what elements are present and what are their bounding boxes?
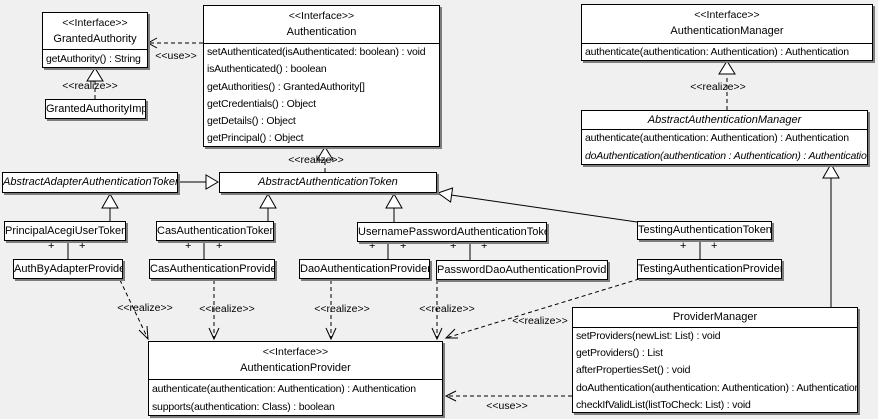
class-name: UsernamePasswordAuthenticationToken (358, 226, 546, 238)
generalization-triangle-icon (205, 174, 219, 190)
generalization-triangle-icon (385, 192, 403, 209)
method: getPrincipal() : Object (207, 132, 304, 145)
class-provider-manager[interactable]: ProviderManager setProviders(newList: Li… (572, 307, 858, 413)
realize-label: <<realize>> (117, 302, 173, 314)
method: getDetails() : Object (207, 115, 296, 128)
open-arrowhead-icon (325, 327, 337, 341)
method: authenticate(authentication: Authenticat… (585, 46, 849, 58)
realize-label: <<realize>> (512, 315, 568, 327)
realize-triangle-icon (86, 67, 104, 82)
class-authentication-manager[interactable]: <<Interface>> AuthenticationManager auth… (581, 4, 873, 61)
class-name: PrincipalAcegiUserToken (5, 225, 125, 237)
class-cas-authentication-token[interactable]: CasAuthenticationToken (156, 221, 274, 241)
association-plus: + (400, 240, 407, 252)
class-name: CasAuthenticationToken (157, 225, 273, 237)
realize-label: <<realize>> (62, 80, 118, 92)
realize-label: <<realize>> (314, 303, 370, 315)
realize-triangle-icon (316, 146, 334, 161)
generalization-triangle-icon (259, 192, 277, 209)
open-arrowhead-icon (444, 390, 457, 402)
method: checkIfValidList(listToCheck: List) : vo… (576, 398, 751, 411)
method: doAuthentication(authentication: Authent… (576, 381, 857, 394)
method: getAuthorities() : GrantedAuthority[] (207, 80, 365, 93)
class-name: AuthByAdapterProvider (14, 263, 122, 275)
class-name: ProviderManager (672, 311, 758, 323)
class-dao-authentication-provider[interactable]: DaoAuthenticationProvider (299, 259, 430, 279)
open-arrowhead-icon (208, 327, 220, 341)
method: authenticate(authentication: Authenticat… (585, 132, 849, 144)
class-name: GrantedAuthority (53, 33, 137, 45)
class-authentication[interactable]: <<Interface>> Authentication setAuthenti… (203, 5, 440, 147)
association-plus: + (369, 240, 376, 252)
class-abstract-adapter-authentication-token[interactable]: AbstractAdapterAuthenticationToken (2, 172, 178, 193)
class-name: AbstractAdapterAuthenticationToken (3, 176, 177, 188)
use-label: <<use>> (486, 400, 528, 412)
class-abstract-authentication-token[interactable]: AbstractAuthenticationToken (219, 172, 437, 193)
class-auth-by-adapter-provider[interactable]: AuthByAdapterProvider (13, 259, 123, 279)
generalization-triangle-icon (436, 187, 454, 203)
class-name: TestingAuthenticationProvider (638, 263, 781, 275)
class-testing-authentication-token[interactable]: TestingAuthenticationToken (637, 221, 772, 240)
class-name: TestingAuthenticationToken (638, 224, 771, 236)
class-name: CasAuthenticationProvider (150, 263, 274, 275)
class-name: AbstractAuthenticationManager (647, 114, 802, 126)
class-name: AuthenticationProvider (240, 362, 351, 374)
class-stereotype: <<Interface>> (62, 17, 128, 29)
class-granted-authority[interactable]: <<Interface>> GrantedAuthority getAuthor… (42, 12, 148, 68)
realize-label: <<realize>> (419, 303, 475, 315)
method: supports(authentication: Class) : boolea… (152, 401, 335, 413)
generalization-triangle-icon (822, 162, 840, 179)
open-arrowhead-icon (444, 328, 458, 339)
association-plus: + (450, 240, 457, 252)
association-plus: + (185, 240, 192, 252)
realize-triangle-icon (718, 60, 736, 75)
association-plus: + (79, 240, 86, 252)
class-abstract-authentication-manager[interactable]: AbstractAuthenticationManager authentica… (581, 110, 868, 165)
class-cas-authentication-provider[interactable]: CasAuthenticationProvider (149, 259, 275, 279)
method: getAuthority() : String (46, 53, 141, 65)
method: authenticate(authentication: Authenticat… (152, 383, 416, 395)
association-plus: + (481, 240, 488, 252)
open-arrowhead-icon (138, 325, 149, 341)
open-arrowhead-icon (431, 327, 443, 341)
class-stereotype: <<Interface>> (288, 10, 355, 22)
method: getProviders() : List (576, 347, 663, 360)
association-plus: + (48, 240, 55, 252)
class-username-password-authentication-token[interactable]: UsernamePasswordAuthenticationToken (357, 222, 547, 242)
class-stereotype: <<Interface>> (262, 346, 329, 358)
association-plus: + (711, 240, 718, 252)
open-arrowhead-icon (146, 37, 158, 49)
class-password-dao-authentication-provider[interactable]: PasswordDaoAuthenticationProvider (436, 260, 608, 280)
realize-edge (119, 279, 149, 340)
realize-label: <<realize>> (690, 81, 746, 93)
method: setAuthenticated(isAuthenticated: boolea… (207, 46, 426, 58)
use-label: <<use>> (155, 50, 197, 62)
class-granted-authority-impl[interactable]: GrantedAuthorityImpl (45, 99, 146, 119)
class-name: DaoAuthenticationProvider (300, 263, 429, 275)
class-name: Authentication (286, 26, 357, 38)
realize-edge (445, 278, 640, 339)
method: getCredentials() : Object (207, 97, 316, 110)
class-stereotype: <<Interface>> (694, 9, 760, 21)
realize-label: <<realize>> (199, 303, 255, 315)
generalization-edge (450, 194, 638, 223)
class-testing-authentication-provider[interactable]: TestingAuthenticationProvider (637, 259, 782, 279)
class-authentication-provider[interactable]: <<Interface>> AuthenticationProvider aut… (148, 341, 443, 416)
association-plus: + (216, 240, 223, 252)
association-plus: + (680, 240, 687, 252)
realize-label: <<realize>> (288, 154, 344, 166)
generalization-triangle-icon (101, 192, 119, 209)
class-name: GrantedAuthorityImpl (46, 103, 145, 115)
class-name: AbstractAuthenticationToken (258, 176, 398, 188)
method: setProviders(newList: List) : void (576, 330, 721, 342)
method: isAuthenticated() : boolean (207, 63, 327, 76)
method: afterPropertiesSet() : void (576, 364, 691, 377)
class-name: PasswordDaoAuthenticationProvider (437, 264, 607, 276)
class-name: AuthenticationManager (670, 25, 784, 37)
method: doAuthentication(authentication : Authen… (585, 149, 867, 162)
class-principal-acegi-user-token[interactable]: PrincipalAcegiUserToken (4, 221, 126, 241)
